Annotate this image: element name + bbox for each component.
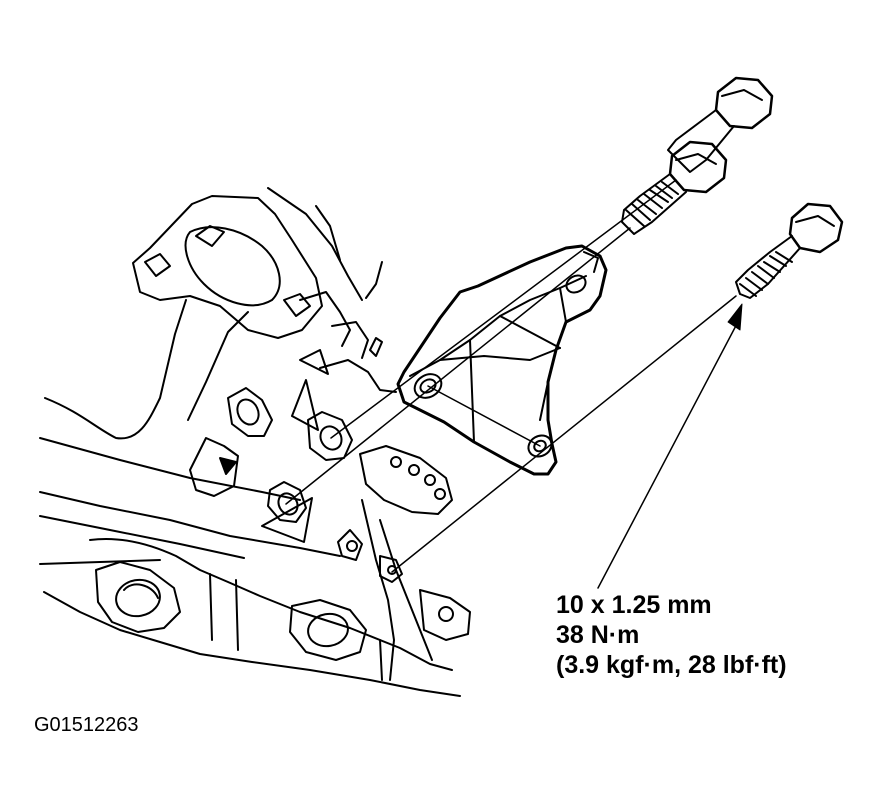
bolt <box>621 76 844 299</box>
alignment-lines <box>285 179 737 573</box>
bolt-size-label: 10 x 1.25 mm <box>556 591 712 619</box>
engine-block <box>39 187 471 697</box>
torque-alt-label: (3.9 kgf·m, 28 lbf·ft) <box>556 651 787 679</box>
figure-id: G01512263 <box>34 714 139 736</box>
leader-arrow <box>597 303 743 589</box>
torque-nm-label: 38 N·m <box>556 621 640 649</box>
torque-spec-callout: 10 x 1.25 mm 38 N·m (3.9 kgf·m, 28 lbf·f… <box>556 590 787 680</box>
bracket <box>396 244 608 476</box>
